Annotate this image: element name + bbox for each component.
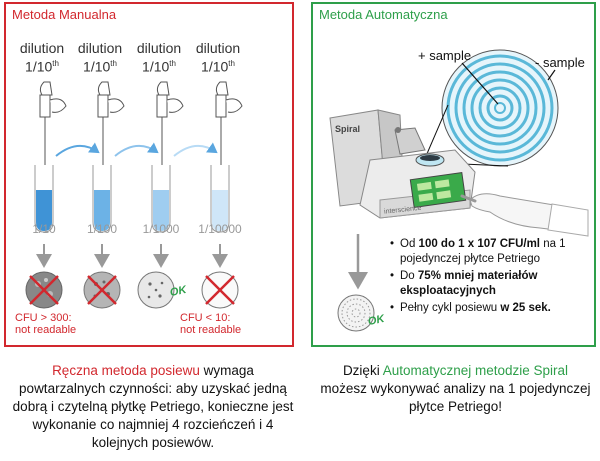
dilution-label-2: dilution 1/10th — [77, 40, 123, 75]
tube-2 — [92, 165, 112, 233]
manual-ok-label: OK — [169, 284, 189, 299]
ratio-label-4: 1/10000 — [198, 222, 242, 236]
petri-plate-4 — [201, 271, 239, 309]
device-maker-label: interscience — [384, 205, 422, 216]
automatic-method-panel: Metoda Automatyczna — [311, 2, 596, 347]
manual-method-panel: Metoda Manualna — [4, 2, 294, 347]
pipette-1 — [39, 81, 67, 190]
automatic-caption: Dzięki Automatycznej metodzie Spiral moż… — [320, 363, 591, 414]
manual-caption: Ręczna metoda posiewu wymaga powtarzalny… — [12, 363, 294, 450]
plus-sample-pointer — [461, 62, 499, 105]
feature-list: Od 100 do 1 x 107 CFU/ml na 1 pojedyncze… — [390, 237, 595, 318]
warning-too-few-cfu: CFU < 10: not readable — [180, 312, 242, 336]
pipette-4 — [215, 81, 243, 190]
petri-plate-1 — [25, 271, 63, 309]
dilution-label-1: dilution 1/10th — [19, 40, 65, 75]
automatic-method-title: Metoda Automatyczna — [319, 7, 448, 22]
petri-plate-2 — [83, 271, 121, 309]
minus-sample-pointer — [547, 69, 556, 81]
tube-4 — [210, 165, 230, 233]
plus-sample-label: + sample — [418, 48, 472, 63]
spiral-plate-small — [337, 294, 375, 332]
warning-too-many-cfu: CFU > 300: not readable — [15, 312, 77, 336]
dilution-label-3: dilution 1/10th — [136, 40, 182, 75]
feature-item: Pełny cykl posiewu w 25 sek. — [390, 301, 595, 316]
manual-method-title: Metoda Manualna — [12, 7, 117, 22]
device-brand-label: Spiral — [335, 124, 360, 134]
transfer-arrow-3 — [173, 142, 218, 157]
tube-3 — [151, 165, 171, 233]
ratio-label-1: 1/10 — [32, 222, 56, 236]
spiral-device — [329, 109, 476, 219]
transfer-arrow-1 — [55, 142, 100, 157]
transfer-arrow-2 — [114, 142, 159, 157]
ratio-label-2: 1/100 — [86, 222, 118, 236]
petri-plate-3 — [137, 271, 175, 309]
dilution-label-4: dilution 1/10th — [195, 40, 241, 75]
minus-sample-label: - sample — [535, 55, 585, 70]
ratio-label-3: 1/1000 — [142, 222, 180, 236]
feature-item: Do 75% mniej materiałów eksploatacyjnych — [390, 269, 595, 299]
tube-1 — [34, 165, 54, 233]
automatic-ok-label: OK — [367, 313, 387, 328]
feature-item: Od 100 do 1 x 107 CFU/ml na 1 pojedyncze… — [390, 237, 595, 267]
